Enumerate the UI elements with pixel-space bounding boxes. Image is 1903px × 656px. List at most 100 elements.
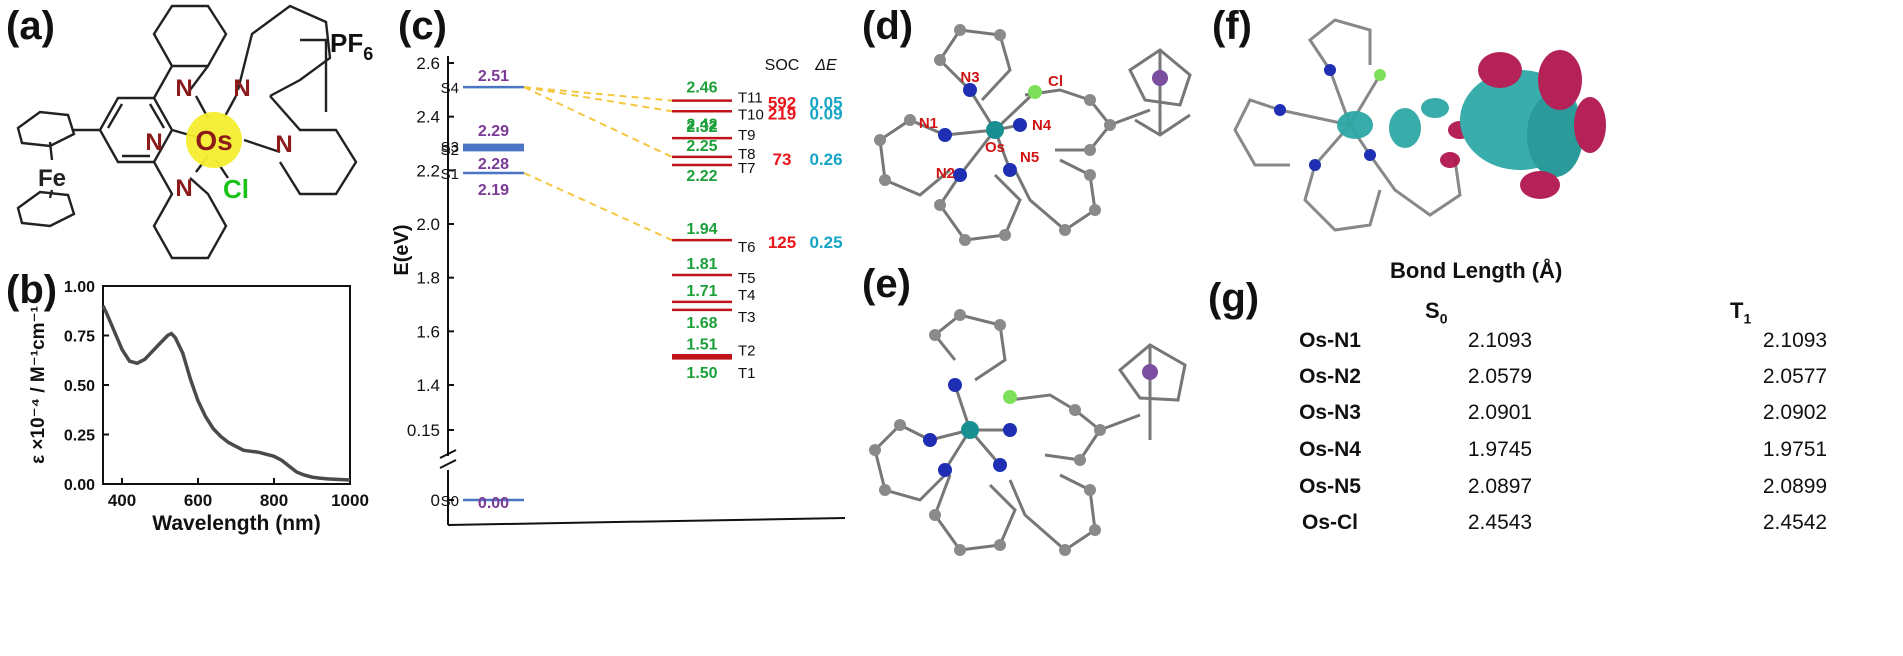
de-value: 0.25 bbox=[809, 233, 842, 252]
x-tick-label: 800 bbox=[260, 491, 288, 510]
y-tick-label: 1.8 bbox=[416, 269, 440, 288]
x-axis bbox=[447, 517, 846, 526]
bond-col-t1: T1 bbox=[1730, 298, 1752, 327]
de-value: 0.26 bbox=[809, 150, 842, 169]
panel-label-c: (c) bbox=[398, 4, 447, 48]
n-label-center: N bbox=[145, 129, 162, 156]
triplet-energy-label: 1.71 bbox=[686, 283, 717, 300]
soc-header: SOC bbox=[765, 57, 800, 74]
singlet-name: S3 bbox=[441, 139, 459, 156]
n-label-top-left: N bbox=[175, 75, 192, 102]
y-tick-label: 2.2 bbox=[416, 161, 440, 180]
cl-label: Cl bbox=[223, 174, 249, 204]
table-row: Os-N4 1.9745 1.9751 bbox=[1299, 438, 1828, 461]
singlet-name: S0 bbox=[441, 493, 459, 510]
coupling-link bbox=[523, 86, 673, 113]
absorption-line bbox=[101, 305, 351, 482]
metal-label: Os bbox=[195, 125, 232, 156]
panel-label-g: (g) bbox=[1208, 276, 1260, 320]
singlet-energy-label: 0.00 bbox=[478, 495, 509, 512]
n-label-bottom: N bbox=[175, 175, 192, 202]
y-tick-label: 1.00 bbox=[64, 279, 95, 296]
soc-value: 125 bbox=[768, 233, 796, 252]
n-label-right: N bbox=[275, 131, 292, 158]
y-axis-label: E(eV) bbox=[391, 224, 413, 275]
singlet-name: S4 bbox=[441, 80, 459, 97]
singlet-energy-label: 2.29 bbox=[478, 123, 509, 140]
cp-ring-top bbox=[16, 110, 76, 148]
lower-pyridine-right bbox=[269, 95, 358, 196]
y-tick-label: 0 bbox=[431, 491, 440, 510]
atom-label-n1: N1 bbox=[919, 115, 938, 132]
de-value: 0.09 bbox=[809, 104, 842, 123]
panel-label-d: (d) bbox=[862, 4, 914, 48]
cp-ring-bottom bbox=[16, 190, 76, 228]
soc-value: 73 bbox=[773, 150, 792, 169]
axis-break-mark bbox=[439, 449, 457, 459]
triplet-name: T3 bbox=[738, 309, 756, 326]
triplet-energy-label: 1.81 bbox=[686, 256, 717, 273]
x-tick-label: 400 bbox=[108, 491, 136, 510]
molecule-e bbox=[869, 309, 1187, 556]
triplet-energy-label: 1.68 bbox=[686, 315, 717, 332]
upper-pyridine-right bbox=[236, 4, 332, 98]
singlet-energy-label: 2.51 bbox=[478, 68, 509, 85]
y-tick-label: 2.0 bbox=[416, 215, 440, 234]
panel-label-a: (a) bbox=[6, 4, 55, 48]
y-tick-label: 0.00 bbox=[64, 477, 95, 494]
panel-label-f: (f) bbox=[1212, 4, 1252, 48]
triplet-name: T10 bbox=[738, 106, 764, 123]
singlet-energy-label: 2.28 bbox=[478, 156, 509, 173]
coupling-link bbox=[523, 86, 673, 102]
soc-value: 592 bbox=[768, 94, 796, 113]
counterion-label: PF6 bbox=[330, 28, 373, 64]
triplet-name: T7 bbox=[738, 160, 756, 177]
table-row: Os-Cl 2.4543 2.4542 bbox=[1301, 511, 1828, 534]
n-label-top-right: N bbox=[233, 75, 250, 102]
table-row: Os-N5 2.0897 2.0899 bbox=[1299, 475, 1828, 498]
x-axis-label: Wavelength (nm) bbox=[152, 512, 320, 535]
coupling-link bbox=[523, 86, 673, 158]
atom-label-n4: N4 bbox=[1032, 117, 1052, 134]
triplet-name: T5 bbox=[738, 270, 756, 287]
atom-label-cl: Cl bbox=[1048, 73, 1063, 90]
singlet-name: S1 bbox=[441, 166, 459, 183]
x-tick-label: 1000 bbox=[331, 491, 369, 510]
atom-label-os: Os bbox=[985, 139, 1005, 156]
y-axis-label: ε ×10⁻⁴ / M⁻¹cm⁻¹ bbox=[28, 306, 49, 464]
y-tick-label: 0.15 bbox=[407, 421, 440, 440]
triplet-energy-label: 2.42 bbox=[686, 116, 717, 133]
table-row: Os-N2 2.0579 2.0577 bbox=[1299, 365, 1828, 388]
triplet-name: T11 bbox=[738, 90, 763, 107]
bond-table-title: Bond Length (Å) bbox=[1390, 258, 1563, 283]
triplet-name: T6 bbox=[738, 239, 756, 256]
triplet-name: T2 bbox=[738, 342, 756, 359]
y-tick-label: 0.75 bbox=[64, 329, 95, 346]
panel-label-b: (b) bbox=[6, 268, 58, 312]
y-tick-label: 0.50 bbox=[64, 378, 95, 395]
atom-label-n5: N5 bbox=[1020, 149, 1039, 166]
table-row: Os-N3 2.0901 2.0902 bbox=[1299, 401, 1828, 424]
y-tick-label: 2.4 bbox=[416, 108, 440, 127]
atom-label-n2: N2 bbox=[936, 165, 955, 182]
y-tick-label: 1.6 bbox=[416, 322, 440, 341]
os-center-glow bbox=[186, 112, 242, 168]
orbital-f bbox=[1233, 18, 1606, 232]
fe-label: Fe bbox=[38, 165, 66, 192]
triplet-energy-label: 1.50 bbox=[686, 365, 717, 382]
molecule-d: N3 Cl N1 N4 Os N5 N2 bbox=[874, 24, 1192, 246]
triplet-energy-label: 1.94 bbox=[686, 221, 717, 238]
lower-pyridine-left bbox=[152, 161, 228, 260]
singlet-energy-label: 2.19 bbox=[478, 182, 509, 199]
triplet-energy-label: 2.25 bbox=[686, 138, 717, 155]
upper-pyridine-left bbox=[152, 4, 228, 99]
y-tick-label: 2.6 bbox=[416, 54, 440, 73]
triplet-name: T1 bbox=[738, 365, 756, 382]
atom-label-n3: N3 bbox=[960, 69, 979, 86]
bond-col-s0: S0 bbox=[1425, 298, 1448, 327]
triplet-energy-label: 2.32 bbox=[686, 119, 717, 136]
de-value: 0.05 bbox=[809, 94, 842, 113]
soc-value: 219 bbox=[768, 104, 796, 123]
